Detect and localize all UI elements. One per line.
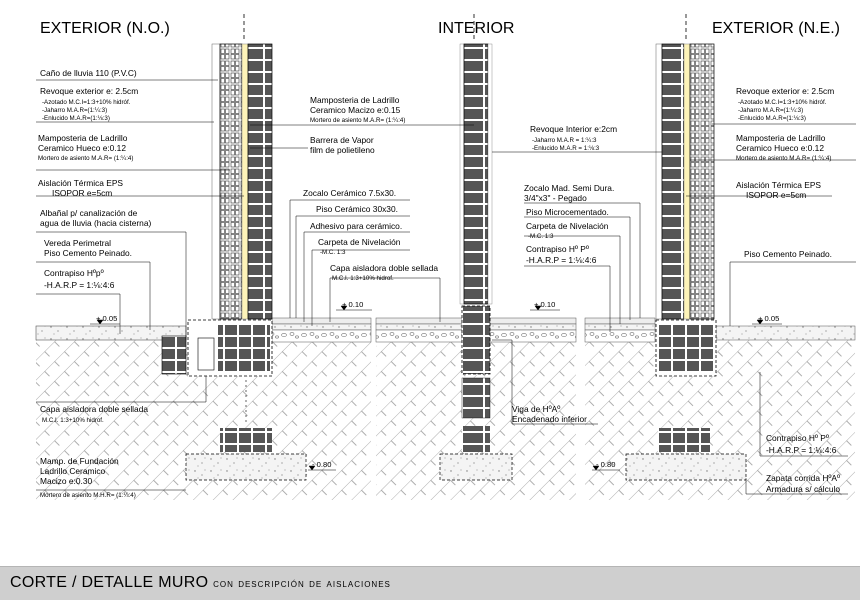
label-solid-brick-c: Mortero de asiento M.A.R= (1:¼:4) <box>310 117 405 124</box>
label-subfloor-left: Contrapiso Hºpº <box>44 268 104 278</box>
floor-layers-center <box>375 317 577 343</box>
label-foundation-wall: Mamp. de Fundación <box>40 456 119 466</box>
label-foundation-wall-d: Mortero de asiento M.H.R= (1:¼:4) <box>40 492 136 499</box>
caption-text: CORTE / DETALLE MURO con descripción de … <box>10 574 391 592</box>
level-left-ext: + 0.05 <box>96 314 117 323</box>
label-leveling-right: Carpeta de Nivelación <box>526 221 609 231</box>
label-damp-course-left: Capa aisladora doble sellada <box>40 404 148 414</box>
caption-bar: CORTE / DETALLE MURO con descripción de … <box>0 566 860 600</box>
label-int-render-c: -Enlucido M.A.R = 1:⅛:3 <box>532 145 600 152</box>
label-eps-left: Aislación Térmica EPS <box>38 178 123 188</box>
label-wood-skirting-b: 3/4"x3" - Pegado <box>524 193 587 203</box>
label-hollow-brick-right-b: Ceramico Hueco e:0.12 <box>736 143 824 153</box>
label-eps-left-b: ISOPOR e=5cm <box>52 188 112 198</box>
label-subfloor-right-b: -H.A.R.P = 1:⅛:4:6 <box>766 445 837 455</box>
annotations-center-right <box>492 151 662 425</box>
heading-exterior-ne: EXTERIOR (N.E.) <box>712 20 840 37</box>
label-solid-brick: Mamposteria de Ladrillo <box>310 95 400 105</box>
label-subfloor-left-b: -H.A.R.P = 1:⅛:4:6 <box>44 280 115 290</box>
label-vapor-barrier-b: film de polietileno <box>310 145 375 155</box>
label-tie-beam-b: Encadenado inferior <box>512 414 587 424</box>
level-right-ext: + 0.05 <box>758 314 779 323</box>
wall-center <box>439 14 513 481</box>
label-ext-render-left: Revoque exterior e: 2.5cm <box>40 86 138 96</box>
label-ext-render-left-a: -Azotado M.C.I=1:3+10% hidróf. <box>42 99 131 106</box>
label-ceramic-floor: Piso Cerámico 30x30. <box>316 204 398 214</box>
level-left-int: + 0.10 <box>342 300 363 309</box>
heading-interior: INTERIOR <box>438 20 514 37</box>
label-rain-pipe: Caño de lluvia 110 (P.V.C) <box>40 68 137 78</box>
label-sidewalk: Vereda Perimetral <box>44 238 111 248</box>
label-int-render-b: -Jaharro M.A.R = 1:¼:3 <box>532 137 597 144</box>
label-ext-render-right-b: -Jaharro M.A.R=(1:¼:3) <box>738 107 803 114</box>
label-foundation-wall-b: Ladrillo Ceramico <box>40 466 106 476</box>
label-subfloor-right: Contrapiso Hº Pº <box>766 433 829 443</box>
label-int-render: Revoque Interior e:2cm <box>530 124 617 134</box>
label-solid-brick-b: Ceramico Macizo e:0.15 <box>310 105 401 115</box>
caption-subtitle: con descripción de aislaciones <box>213 576 391 590</box>
label-subfloor-center: Contrapiso Hº Pº <box>526 244 589 254</box>
annotations-left <box>36 79 244 491</box>
label-hollow-brick-left-b: Ceramico Hueco e:0.12 <box>38 143 126 153</box>
label-strip-footing-b: Armadura s/ cálculo <box>766 484 840 494</box>
label-ext-render-left-b: -Jaharro M.A.R=(1:¼:3) <box>42 107 107 114</box>
label-ext-render-left-c: -Enlucido M.A.R=(1:⅛:3) <box>42 115 110 122</box>
label-ext-render-right-a: -Azotado M.C.I=1:3+10% hidróf. <box>738 99 827 106</box>
floor-layers-right <box>584 317 856 343</box>
annotations-right <box>686 123 856 495</box>
label-eps-right: Aislación Térmica EPS <box>736 180 821 190</box>
label-cement-floor-right: Piso Cemento Peinado. <box>744 249 832 259</box>
label-hollow-brick-left: Mamposteria de Ladrillo <box>38 133 128 143</box>
level-footing-right: - 0.80 <box>596 460 615 469</box>
label-hollow-brick-right-c: Mortero de asiento M.A.R= (1:¼:4) <box>736 155 831 162</box>
label-subfloor-center-b: -H.A.R.P = 1:⅛:4:6 <box>526 255 597 265</box>
wall-left <box>161 14 307 481</box>
wall-right <box>625 14 747 481</box>
label-damp-course-left-b: M.C.I. 1:3+10% hidrof. <box>42 417 104 424</box>
heading-exterior-no: EXTERIOR (N.O.) <box>40 20 170 37</box>
label-vapor-barrier: Barrera de Vapor <box>310 135 374 145</box>
label-tie-beam: Viga de HºAº <box>512 404 560 414</box>
label-eps-right-b: ISOPOR e=5cm <box>746 190 806 200</box>
label-ext-render-right-c: -Enlucido M.A.R=(1:⅛:3) <box>738 115 806 122</box>
label-strip-footing: Zapata corrida HºAº <box>766 473 840 483</box>
label-ceramic-adhesive: Adhesivo para cerámico. <box>310 221 402 231</box>
label-leveling-left-b: -M.C. 1:3 <box>320 249 346 256</box>
label-leveling-left: Carpeta de Nivelación <box>318 237 401 247</box>
label-foundation-wall-c: Macizo e:0.30 <box>40 476 92 486</box>
label-ceramic-skirting: Zocalo Cerámico 7.5x30. <box>303 188 396 198</box>
wall-section-drawing: EXTERIOR (N.O.) INTERIOR EXTERIOR (N.E.)… <box>35 14 856 500</box>
label-hollow-brick-right: Mamposteria de Ladrillo <box>736 133 826 143</box>
level-footing-left: - 0.80 <box>312 460 331 469</box>
label-leveling-right-b: -M.C. 1:3 <box>528 233 554 240</box>
label-microcement: Piso Microcementado. <box>526 207 609 217</box>
level-center-int: + 0.10 <box>534 300 555 309</box>
label-damp-course-center: Capa aisladora doble sellada <box>330 263 438 273</box>
label-wood-skirting: Zocalo Mad. Semi Dura. <box>524 183 614 193</box>
caption-title: CORTE / DETALLE MURO <box>10 574 209 591</box>
label-sidewalk-b: Piso Cemento Peinado. <box>44 248 132 258</box>
label-drain-b: agua de lluvia (hacia cisterna) <box>40 218 151 228</box>
label-drain: Albañal p/ canalización de <box>40 208 138 218</box>
label-damp-course-center-b: M.C.I. 1:3+10% hidrof. <box>332 275 394 282</box>
level-markers <box>90 305 782 471</box>
label-hollow-brick-left-c: Mortero de asiento M.A.R= (1:¼:4) <box>38 155 133 162</box>
annotations-center-left <box>250 124 474 326</box>
label-ext-render-right: Revoque exterior e: 2.5cm <box>736 86 834 96</box>
